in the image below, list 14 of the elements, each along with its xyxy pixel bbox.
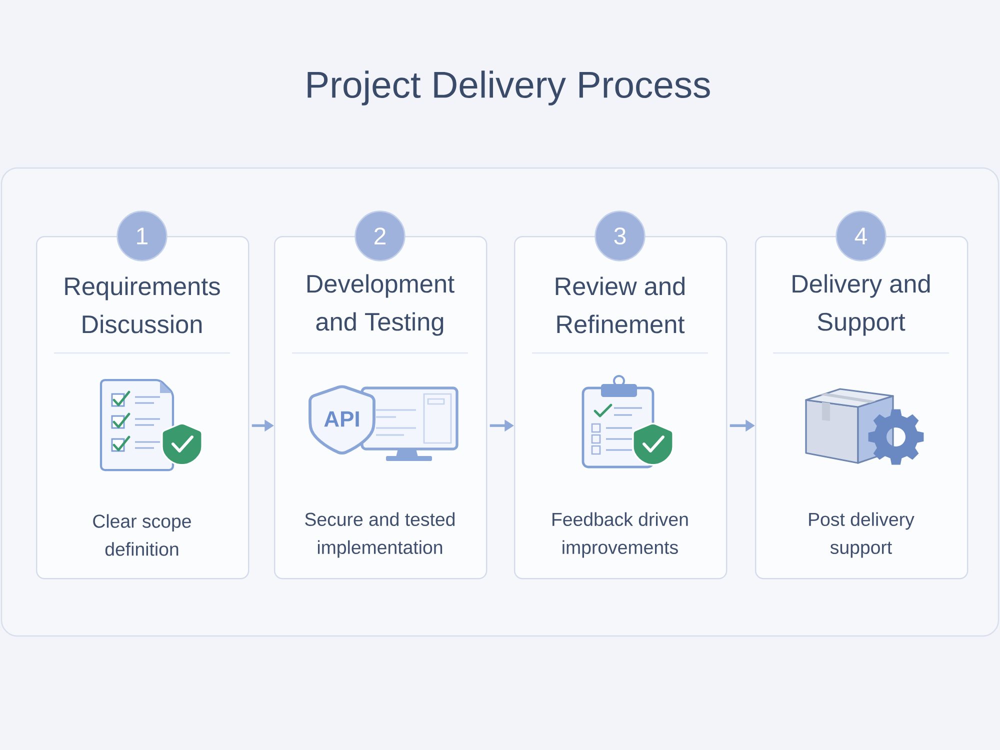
step-description: Post delivery support — [809, 512, 914, 558]
step-heading: Development and Testing — [307, 274, 454, 336]
step-number-badge: 2 — [354, 210, 406, 262]
step-number-badge: 1 — [116, 210, 168, 262]
step-heading: Requirements Discussion — [65, 276, 220, 334]
step-number-badge: 4 — [836, 210, 886, 262]
step-description: Secure and tested implementation — [305, 512, 455, 558]
step-description: Feedback driven improvements — [552, 512, 688, 558]
step-description: Clear scope definition — [93, 514, 191, 556]
step-number-badge: 3 — [594, 210, 646, 262]
step-heading: Delivery and Support — [792, 274, 930, 336]
step-heading: Review and Refinement — [556, 276, 685, 334]
shield-label: API — [324, 411, 359, 427]
diagram-title: Project Delivery Process — [308, 70, 710, 106]
